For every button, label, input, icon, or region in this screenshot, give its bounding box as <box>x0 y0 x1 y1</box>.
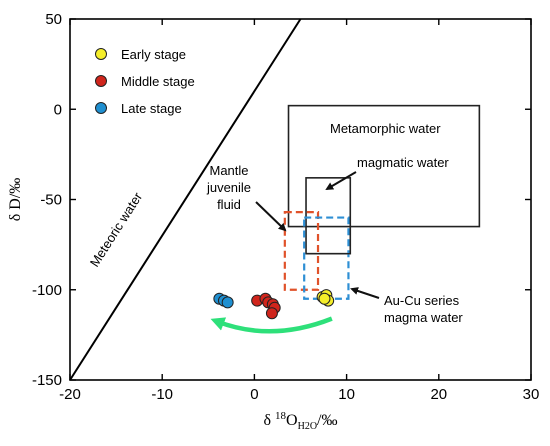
mantle-label-line: Mantle <box>209 163 248 178</box>
y-tick-label: -50 <box>40 192 62 209</box>
legend-label: Early stage <box>121 47 186 62</box>
regions <box>283 104 481 300</box>
au-cu-magma-box <box>303 216 350 300</box>
x-axis-title-suffix: /‰ <box>317 412 337 429</box>
x-axis-title: δ 18OH2O/‰ <box>263 410 337 432</box>
x-axis-title-sub: H2O <box>298 421 317 432</box>
mantle-juvenile-box <box>283 211 320 291</box>
legend-marker <box>95 75 107 87</box>
x-tick-label: 10 <box>338 386 355 403</box>
point-early-stage <box>318 292 331 305</box>
meteoric-water-line <box>69 18 302 381</box>
legend-marker <box>95 102 107 114</box>
y-axis-title: δ D/‰ <box>7 178 24 222</box>
metamorphic-water-label: Metamorphic water <box>330 121 441 136</box>
x-axis-title-main: O <box>286 412 298 429</box>
metamorphic-water-box <box>287 104 481 228</box>
aucu-label-line: Au-Cu series <box>384 293 460 308</box>
aucu-arrow <box>350 287 380 299</box>
point-middle-stage <box>265 307 278 320</box>
legend-marker <box>95 48 107 60</box>
legend-label: Middle stage <box>121 74 195 89</box>
legend-label: Late stage <box>121 101 182 116</box>
y-tick-label: 0 <box>54 101 62 118</box>
y-tick-label: -100 <box>32 282 62 299</box>
point-late-stage <box>221 296 234 309</box>
y-tick-label: 50 <box>45 11 62 28</box>
x-tick-label: 30 <box>523 386 540 403</box>
data-points <box>213 289 335 320</box>
mantle-label-line: juvenile <box>206 180 251 195</box>
y-tick-label: -150 <box>32 372 62 389</box>
x-tick-label: -20 <box>59 386 81 403</box>
x-axis-title-sup: 18 <box>275 410 287 422</box>
meteoric-water-label: Meteoric water <box>87 189 146 269</box>
mantle-label-line: fluid <box>217 197 241 212</box>
magmatic-water-label: magmatic water <box>357 155 449 170</box>
aucu-label-line: magma water <box>384 310 463 325</box>
x-tick-label: 0 <box>250 386 258 403</box>
magmatic-arrow <box>325 171 357 191</box>
x-tick-label: 20 <box>430 386 447 403</box>
x-axis-title-prefix: δ <box>263 412 275 429</box>
x-tick-label: -10 <box>151 386 173 403</box>
mantle-arrow <box>255 201 287 232</box>
trend-arrow <box>210 316 333 334</box>
